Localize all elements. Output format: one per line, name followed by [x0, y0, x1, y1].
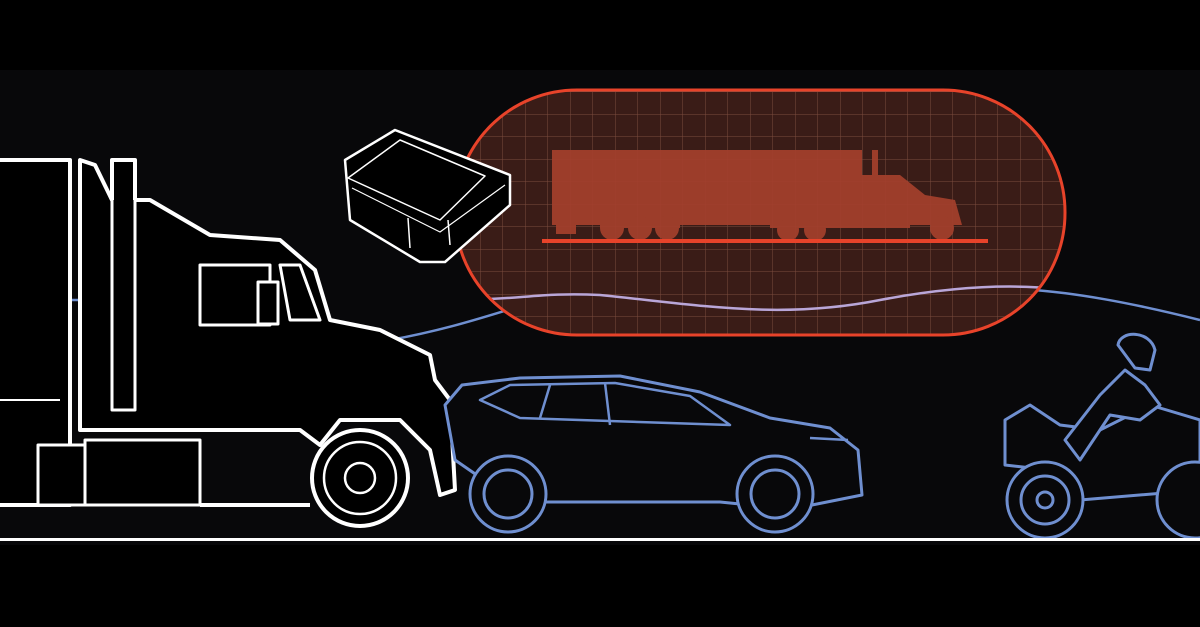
truck-detection-bubble — [453, 88, 1067, 337]
truck-silhouette-icon — [552, 150, 962, 241]
obd-device-icon — [343, 128, 512, 264]
road-line — [0, 538, 1200, 541]
car-outline — [443, 374, 864, 534]
bubble-road-line — [542, 239, 988, 243]
motorcycle-rider-outline — [1003, 332, 1200, 540]
semi-truck-outline — [0, 158, 457, 528]
